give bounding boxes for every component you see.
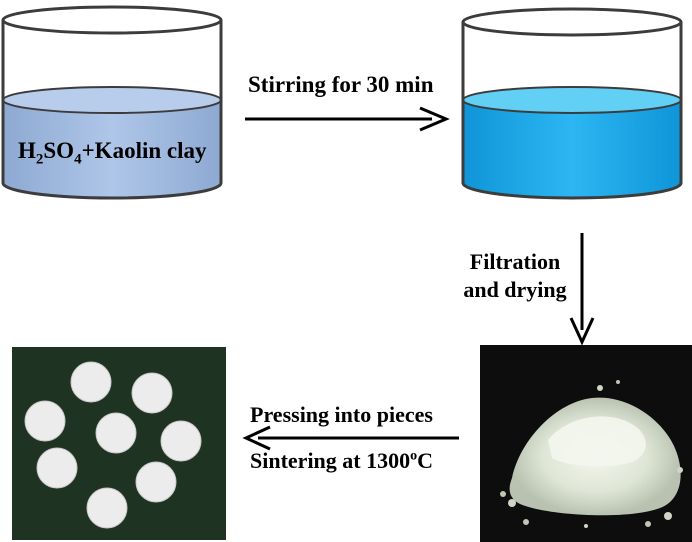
beaker-content-label: H2SO4+Kaolin clay bbox=[18, 138, 207, 169]
step-label-filtration: Filtration and drying bbox=[455, 248, 575, 304]
step-label-pressing: Pressing into pieces bbox=[250, 402, 433, 427]
step-label-line: Filtration bbox=[469, 249, 561, 274]
label-subscript: 4 bbox=[74, 151, 82, 168]
arrow-left-icon bbox=[242, 425, 459, 451]
label-part: H bbox=[18, 138, 36, 163]
beaker-icon bbox=[1, 5, 223, 200]
step-label-line: and drying bbox=[463, 277, 567, 302]
label-part: Sintering at 1300 bbox=[250, 448, 411, 473]
step-label-stirring: Stirring for 30 min bbox=[248, 72, 434, 97]
beaker-icon bbox=[461, 7, 683, 200]
label-superscript: o bbox=[410, 448, 418, 464]
label-part: SO bbox=[43, 138, 75, 163]
arrow-down-icon bbox=[569, 233, 595, 346]
arrow-right-icon bbox=[245, 106, 450, 132]
step-label-sintering: Sintering at 1300oC bbox=[250, 448, 433, 474]
pellets-photo bbox=[12, 347, 226, 540]
label-part: C bbox=[417, 448, 434, 473]
label-part: +Kaolin clay bbox=[81, 138, 207, 163]
label-subscript: 2 bbox=[35, 151, 44, 168]
powder-photo bbox=[480, 345, 692, 542]
